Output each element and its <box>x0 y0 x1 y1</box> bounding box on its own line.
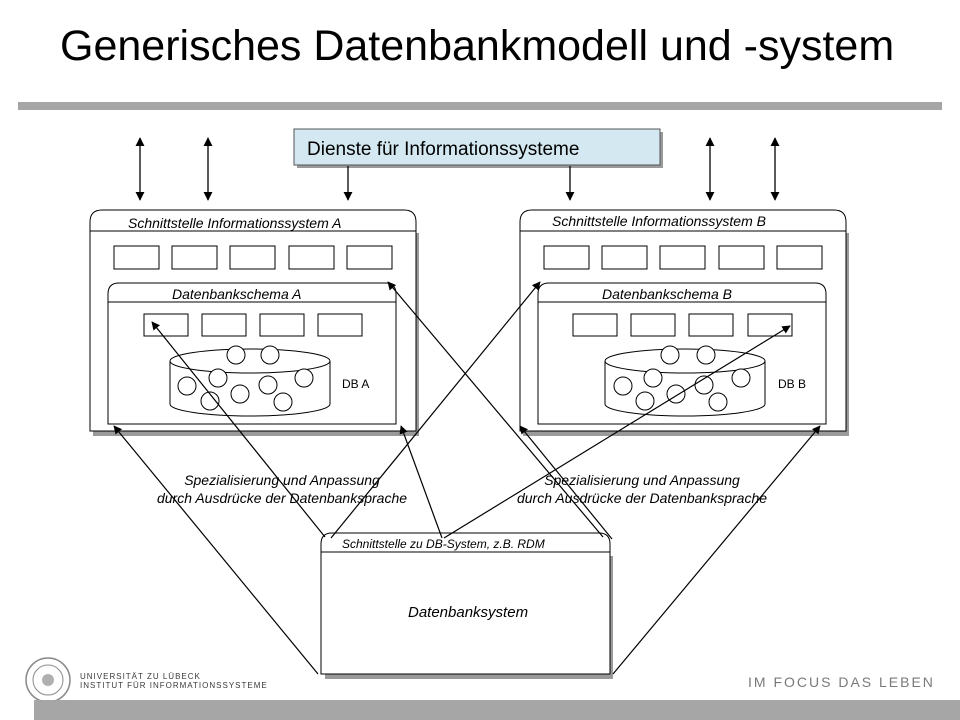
module-box <box>718 245 765 270</box>
module-box <box>201 313 247 337</box>
module-box <box>688 313 734 337</box>
arrow-to-schema-b-corner <box>330 281 541 539</box>
system-b: Schnittstelle Informationssystem B Daten… <box>519 209 849 436</box>
arrow-to-schema-b-right <box>443 325 791 539</box>
module-box <box>601 245 648 270</box>
system-b-interface-label: Schnittstelle Informationssystem B <box>552 213 766 229</box>
module-box <box>143 313 189 337</box>
arrow-to-schema-a-corner <box>387 281 604 538</box>
module-box <box>171 245 218 270</box>
arrow-to-system-a-left <box>113 425 319 675</box>
system-a-interface-label: Schnittstelle Informationssystem A <box>128 215 341 231</box>
page-title: Generisches Datenbankmodell und -system <box>60 22 895 70</box>
university-line2: INSTITUT FÜR INFORMATIONSSYSTEME <box>80 681 268 690</box>
module-box <box>747 313 793 337</box>
module-box <box>659 245 706 270</box>
module-box <box>543 245 590 270</box>
arrow-to-system-a-bottom <box>399 425 443 539</box>
services-label: Dienste für Informationssysteme <box>307 139 579 160</box>
system-a: Schnittstelle Informationssystem A Daten… <box>89 209 419 436</box>
arrow-to-system-b-right <box>612 425 821 675</box>
spec-right-line2: durch Ausdrücke der Datenbanksprache <box>517 490 767 506</box>
footer-motto: IM FOCUS DAS LEBEN <box>748 674 935 690</box>
db-b-label: DB B <box>778 377 806 391</box>
module-box <box>229 245 276 270</box>
system-b-interface-modules <box>543 245 823 270</box>
title-rule <box>18 102 942 110</box>
module-box <box>259 313 305 337</box>
specialization-arrows <box>113 281 821 675</box>
module-box <box>346 245 393 270</box>
university-line1: UNIVERSITÄT ZU LÜBECK <box>80 672 201 681</box>
dbsystem: Schnittstelle zu DB-System, z.B. RDM Dat… <box>320 532 613 679</box>
university-seal-logo <box>25 657 71 703</box>
dbsystem-label: Datenbanksystem <box>408 604 528 621</box>
db-a-label: DB A <box>342 377 369 391</box>
module-box <box>113 245 160 270</box>
spec-right-line1: Spezialisierung und Anpassung <box>544 472 740 488</box>
arrow-to-system-b-bottom <box>519 425 613 540</box>
footer-bar <box>34 700 960 720</box>
university-name: UNIVERSITÄT ZU LÜBECK INSTITUT FÜR INFOR… <box>80 672 268 690</box>
services-box <box>293 128 661 166</box>
module-box <box>317 313 363 337</box>
module-box <box>288 245 335 270</box>
module-box <box>572 313 618 337</box>
spec-left-line1: Spezialisierung und Anpassung <box>184 472 380 488</box>
schema-b-label: Datenbankschema B <box>602 286 732 302</box>
dbsystem-interface-label: Schnittstelle zu DB-System, z.B. RDM <box>342 537 545 551</box>
arrow-to-schema-a-right <box>151 321 326 538</box>
system-a-interface-modules <box>113 245 393 270</box>
module-box <box>776 245 823 270</box>
module-box <box>630 313 676 337</box>
spec-left-line2: durch Ausdrücke der Datenbanksprache <box>157 490 407 506</box>
db-a-cylinder <box>169 345 331 417</box>
schema-b-modules <box>572 313 793 337</box>
schema-a-label: Datenbankschema A <box>172 286 301 302</box>
